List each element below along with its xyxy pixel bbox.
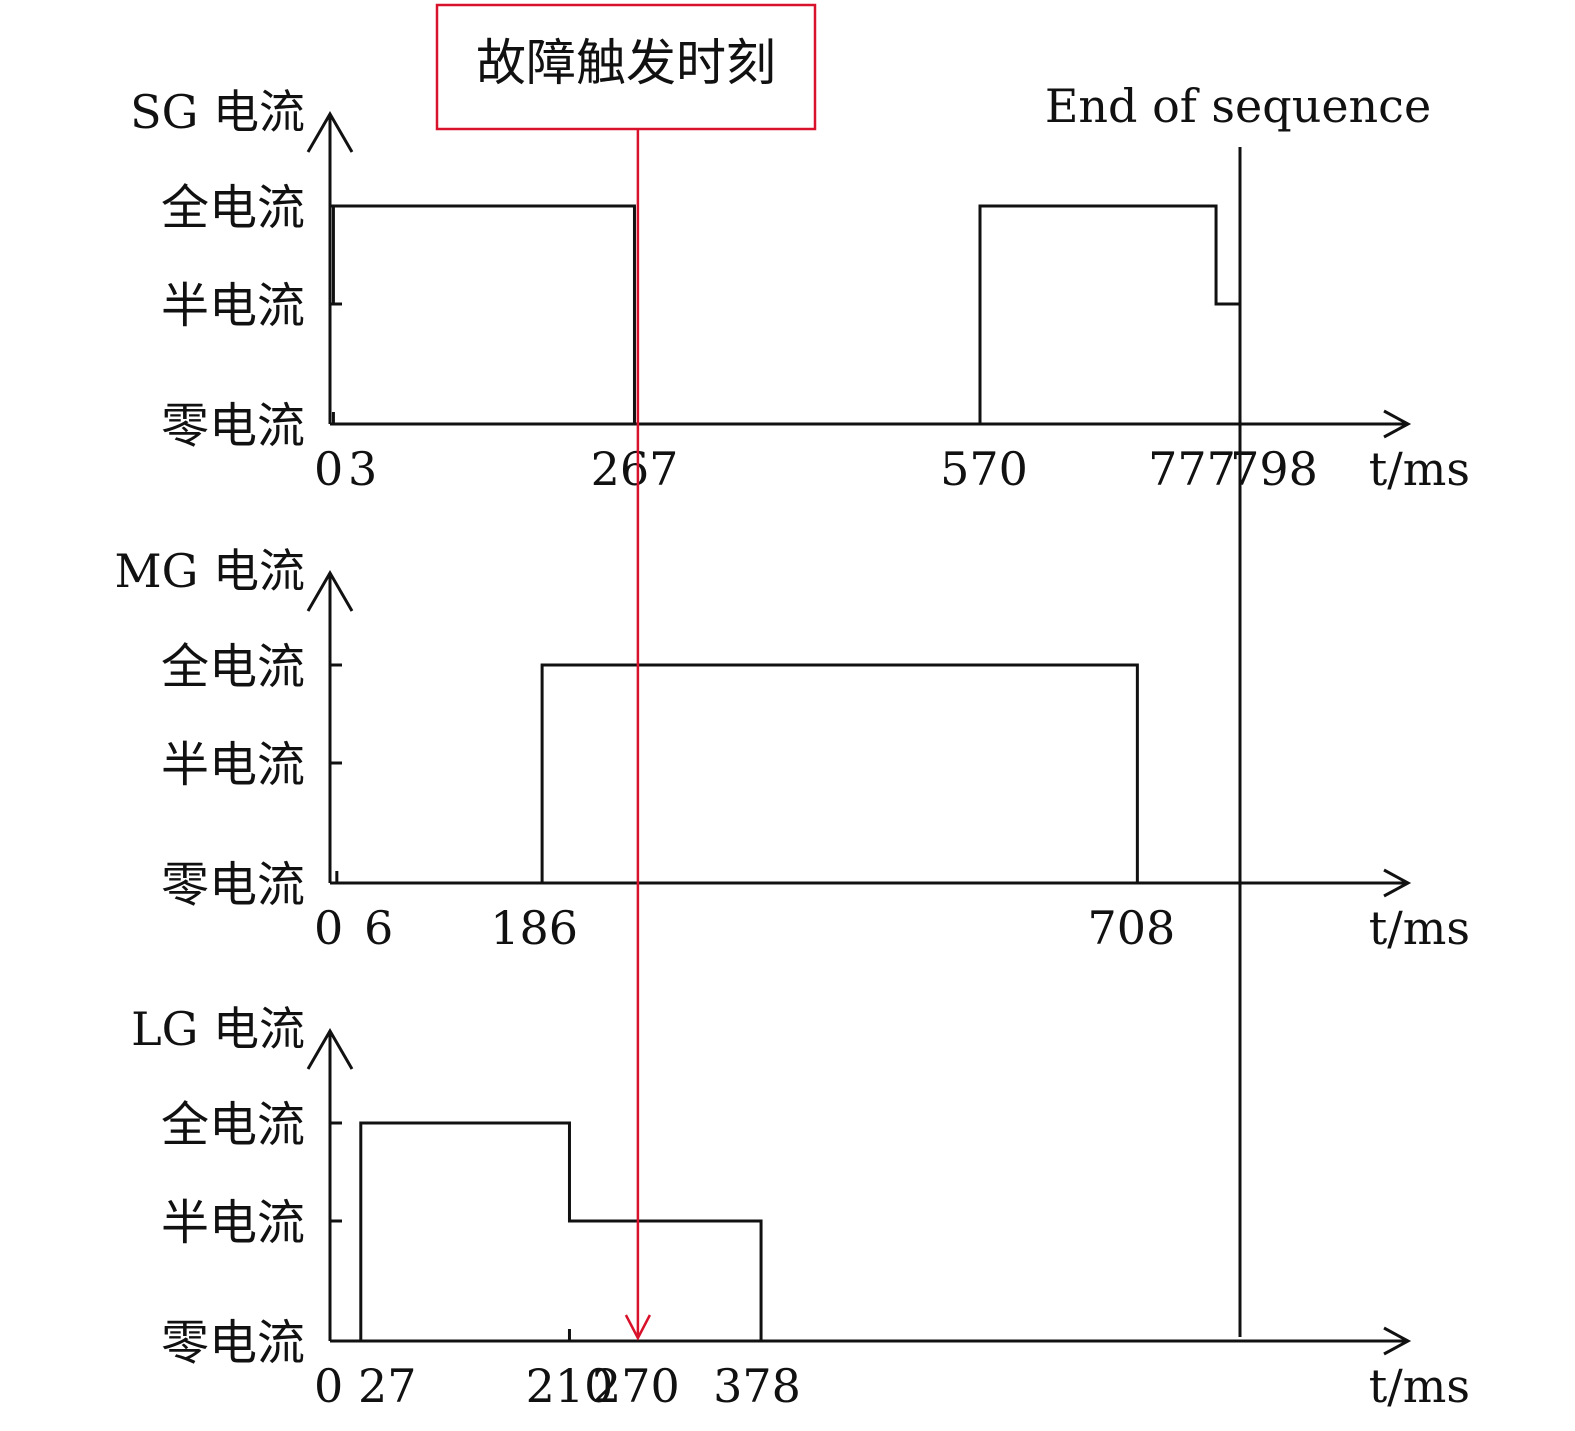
panel-1-y-level-label: 全电流 bbox=[161, 180, 305, 236]
panel-1-y-level-label: 半电流 bbox=[161, 278, 305, 334]
panel-3-x-tick-label: 27 bbox=[358, 1359, 417, 1413]
panel-1-x-tick-label: 0 bbox=[314, 442, 343, 496]
panel-3-x-tick-label: 210 bbox=[526, 1359, 614, 1413]
panel-1-ylabel: SG 电流 bbox=[130, 85, 305, 139]
end-of-sequence-label: End of sequence bbox=[1045, 79, 1431, 133]
panel-2-y-level-label: 零电流 bbox=[161, 857, 305, 913]
panel-1-x-tick-label: 777 bbox=[1148, 442, 1236, 496]
panel-1-x-tick-label: 267 bbox=[591, 442, 679, 496]
panel-3-x-tick-label: 270 bbox=[592, 1359, 680, 1413]
panel-2-x-tick-label: 6 bbox=[364, 901, 393, 955]
panel-2-x-tick-label: 708 bbox=[1087, 901, 1175, 955]
panel-1-x-tick-label: 570 bbox=[940, 442, 1028, 496]
panel-3-y-level-label: 零电流 bbox=[161, 1315, 305, 1371]
panel-2-x-tick-label: 186 bbox=[490, 901, 578, 955]
panel-3-y-level-label: 全电流 bbox=[161, 1097, 305, 1153]
panel-3-signal-line bbox=[330, 1121, 1240, 1343]
panel-2-signal-line bbox=[330, 663, 1240, 885]
panel-3-x-unit-label: t/ms bbox=[1369, 1359, 1470, 1413]
fault-label: 故障触发时刻 bbox=[476, 34, 776, 92]
fault-trigger-arrow bbox=[624, 1314, 652, 1341]
panel-2-x-tick-label: 0 bbox=[314, 901, 343, 955]
panel-3-x-axis-arrow bbox=[1383, 1326, 1412, 1356]
panel-1-y-level-label: 零电流 bbox=[161, 398, 305, 454]
panel-1-y-axis-arrow bbox=[306, 111, 354, 153]
panel-3-y-axis-arrow bbox=[306, 1028, 354, 1070]
panel-1-signal-line bbox=[330, 204, 1240, 426]
panel-2-y-level-label: 全电流 bbox=[161, 639, 305, 695]
panel-3-x-tick-label: 378 bbox=[713, 1359, 801, 1413]
panel-2-ylabel: MG 电流 bbox=[115, 544, 305, 598]
panel-1-x-tick-label: 798 bbox=[1230, 442, 1318, 496]
panel-3-y-level-label: 半电流 bbox=[161, 1195, 305, 1251]
panel-2-y-axis-arrow bbox=[306, 570, 354, 612]
panel-1-x-unit-label: t/ms bbox=[1369, 442, 1470, 496]
panel-1-x-tick-label: 3 bbox=[348, 442, 377, 496]
panel-2-x-axis-arrow bbox=[1383, 868, 1412, 898]
panel-3-x-tick-label: 0 bbox=[314, 1359, 343, 1413]
fault-label-box bbox=[435, 3, 817, 131]
panel-3-ylabel: LG 电流 bbox=[131, 1002, 305, 1056]
panel-2-y-level-label: 半电流 bbox=[161, 737, 305, 793]
panel-2-x-unit-label: t/ms bbox=[1369, 901, 1470, 955]
panel-1-x-axis-arrow bbox=[1383, 409, 1412, 439]
